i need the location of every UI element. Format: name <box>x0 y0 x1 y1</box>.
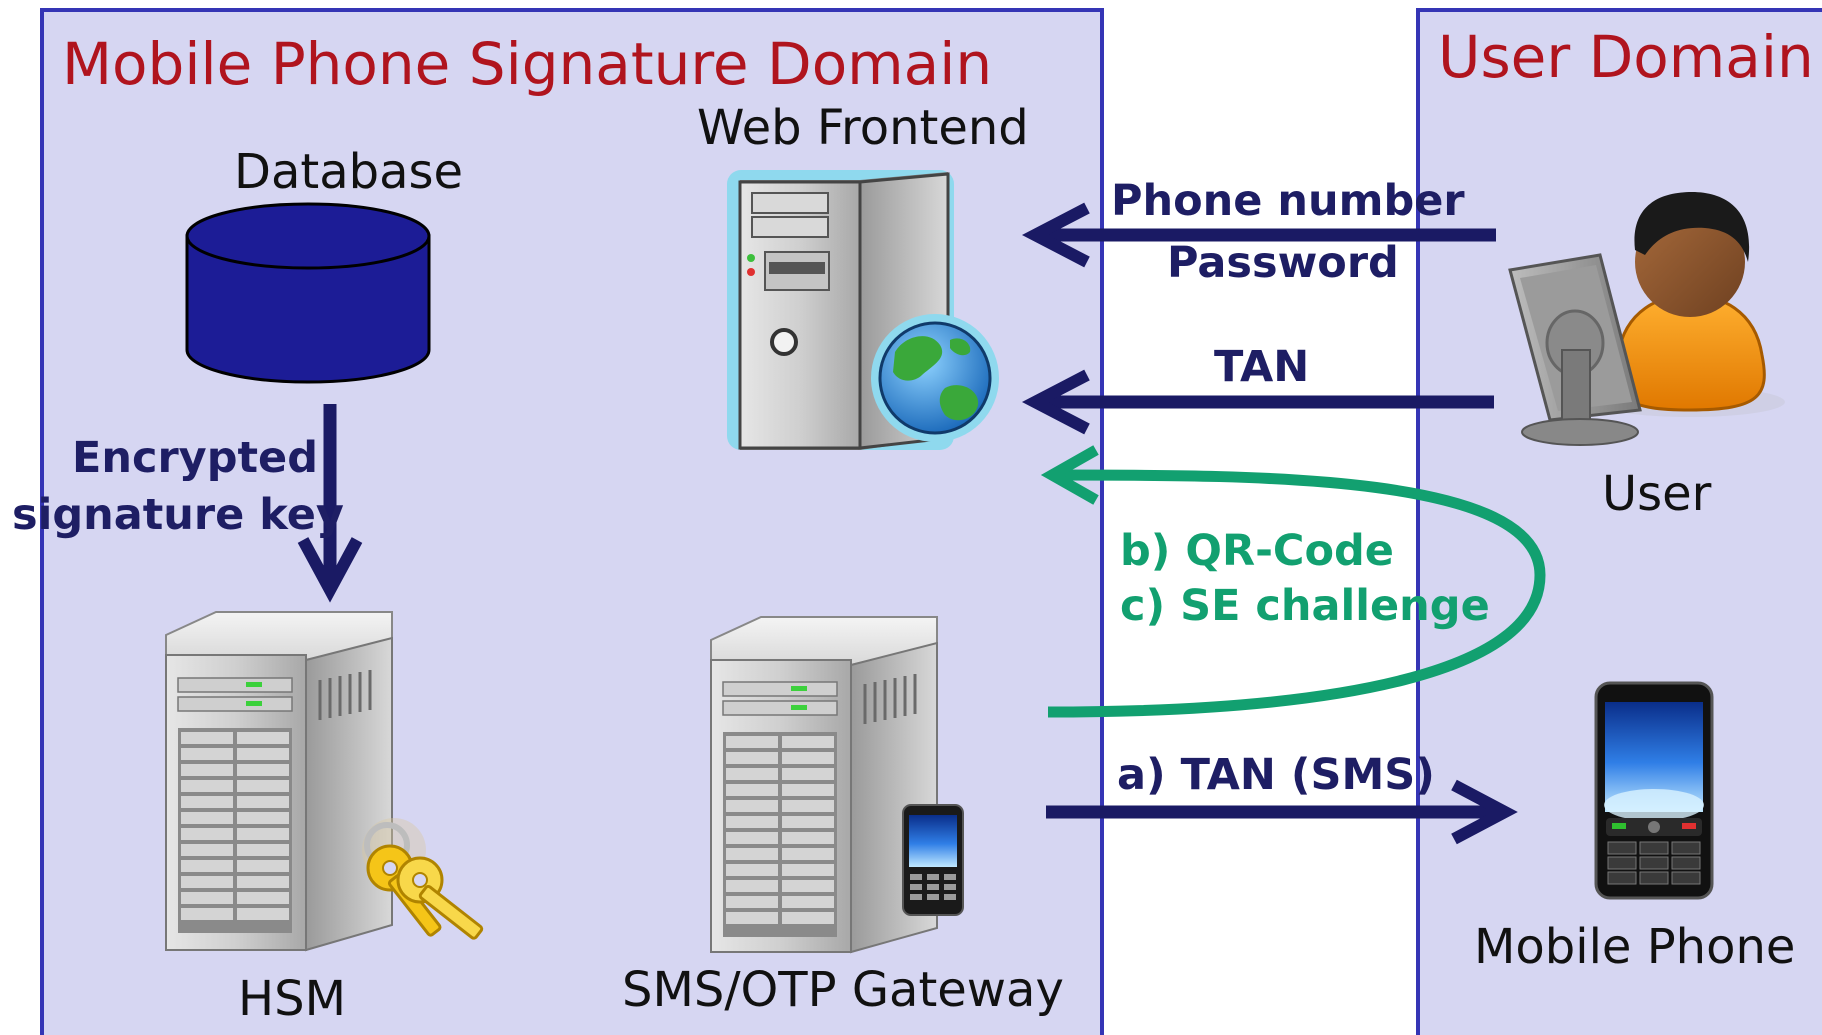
tan-arrow <box>1021 369 1494 435</box>
keys-icon <box>362 818 484 940</box>
gateway-phone-icon <box>902 804 964 916</box>
hsm-server-icon <box>165 611 393 952</box>
database-icon <box>185 202 431 384</box>
user-label: User <box>1602 466 1712 522</box>
qr-se-challenge-arrow <box>1040 445 1546 718</box>
login-credentials-arrow <box>1021 202 1496 268</box>
tan-sms-label: a) TAN (SMS) <box>1117 750 1435 800</box>
qr-code-label: b) QR-Code <box>1120 526 1394 576</box>
phone-number-label: Phone number <box>1111 176 1465 226</box>
password-label: Password <box>1167 238 1399 288</box>
encrypted-label: Encrypted <box>72 433 318 483</box>
mobile-phone-icon <box>1594 681 1714 900</box>
gateway-label: SMS/OTP Gateway <box>622 962 1064 1018</box>
gateway-server-icon <box>710 616 938 954</box>
web-frontend-label: Web Frontend <box>697 100 1029 156</box>
hsm-label: HSM <box>238 971 346 1027</box>
user-domain-title: User Domain <box>1438 23 1814 91</box>
tan-sms-arrow <box>1046 779 1518 845</box>
globe-icon <box>871 314 999 442</box>
user-at-computer-icon <box>1508 192 1785 446</box>
signature-key-label: signature key <box>12 490 344 540</box>
mobile-phone-label: Mobile Phone <box>1474 919 1796 975</box>
se-challenge-label: c) SE challenge <box>1120 581 1490 631</box>
tan-label: TAN <box>1214 342 1310 392</box>
mobile-signature-domain-title: Mobile Phone Signature Domain <box>62 30 993 98</box>
database-label: Database <box>234 144 464 200</box>
encrypted-key-arrow <box>297 404 363 603</box>
